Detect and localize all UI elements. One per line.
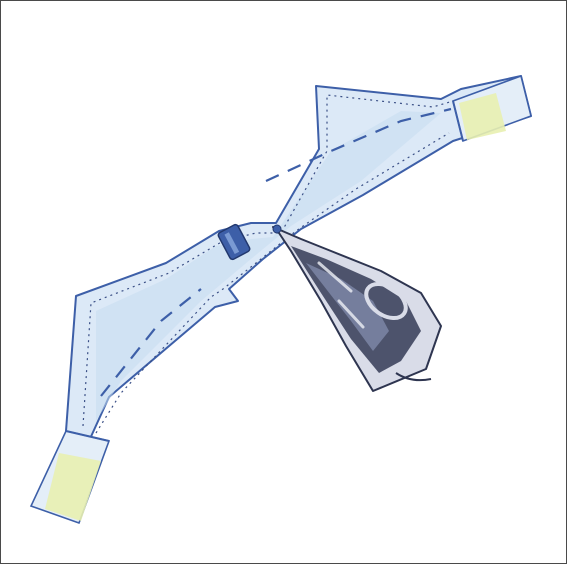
iron-tip (273, 225, 281, 233)
fabric-piece-icon (31, 76, 531, 523)
iron-icon (273, 225, 441, 391)
